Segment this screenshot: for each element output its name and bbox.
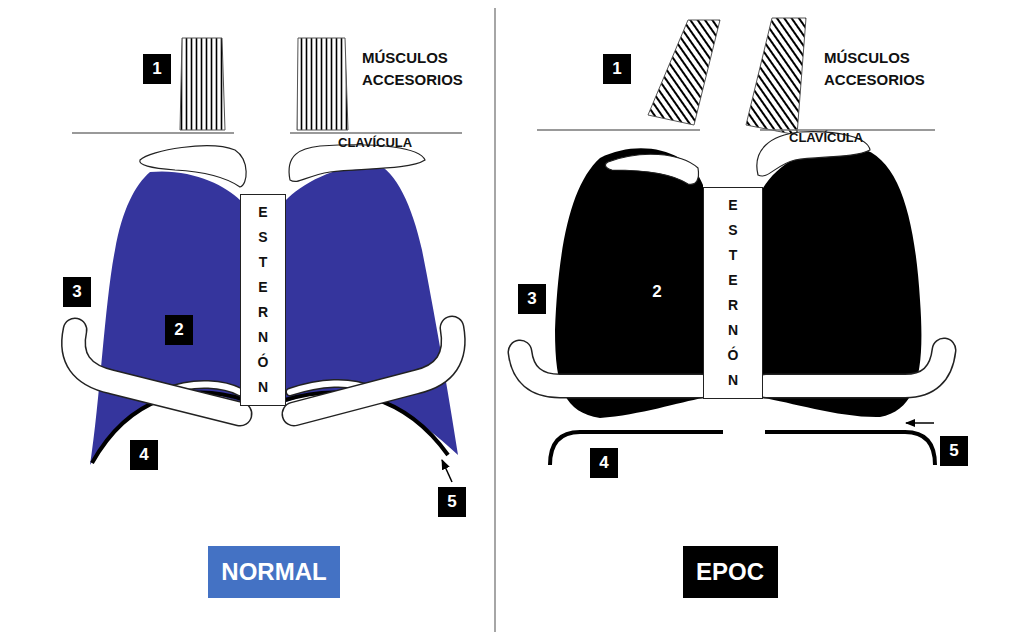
rib (74, 330, 240, 414)
panel-title-text: EPOC (696, 558, 764, 586)
sternum-box: ESTERNÓN (240, 194, 286, 406)
callout-number-text: 5 (949, 441, 958, 461)
part-label: MÚSCULOS ACCESORIOS (824, 47, 939, 91)
pointer-arrow (442, 460, 452, 482)
callout-number-text: 2 (174, 320, 183, 340)
part-label: CLAVÍCULA (338, 134, 438, 153)
rib (766, 350, 944, 386)
callout-number-text: 5 (447, 492, 456, 512)
callout-number-text: 4 (139, 445, 148, 465)
callout-number: 3 (63, 277, 91, 307)
callout-number-text: 3 (72, 282, 81, 302)
callout-number: 2 (642, 280, 672, 305)
rib (520, 352, 702, 386)
sternum-box: ESTERNÓN (703, 187, 763, 399)
clavicle (605, 154, 698, 184)
skin-line (537, 129, 700, 130)
accessory-muscle (648, 20, 720, 125)
skin-line (72, 132, 234, 133)
callout-number-text: 4 (599, 453, 608, 473)
part-label: MÚSCULOS ACCESORIOS (362, 47, 477, 91)
lung (286, 163, 458, 455)
callout-number-text: 1 (152, 59, 161, 79)
callout-number: 5 (438, 487, 466, 517)
callout-number: 4 (130, 440, 158, 470)
diaphragm (550, 432, 723, 465)
callout-number: 3 (518, 284, 546, 314)
callout-number: 5 (940, 436, 968, 466)
sternum-box-text: ESTERNÓN (255, 200, 270, 400)
clavicle (289, 145, 425, 182)
skin-line (290, 132, 462, 133)
panel-title: NORMAL (208, 546, 340, 598)
panel-title: EPOC (683, 546, 778, 598)
copd-thorax (520, 18, 944, 465)
callout-number: 2 (165, 315, 193, 345)
accessory-muscle (180, 38, 225, 130)
part-label: CLAVÍCULA (789, 129, 889, 148)
diaphragm (765, 432, 935, 465)
callout-number: 1 (143, 54, 171, 84)
callout-number: 1 (603, 54, 631, 84)
accessory-muscle (746, 18, 806, 135)
normal-thorax (72, 38, 462, 482)
pointer-arrow (906, 422, 934, 424)
clavicle (140, 146, 246, 187)
rib (294, 328, 453, 414)
callout-number-text: 3 (527, 289, 536, 309)
accessory-muscle (297, 38, 348, 130)
callout-number: 4 (590, 448, 618, 478)
callout-number-text: 1 (612, 59, 621, 79)
panel-title-text: NORMAL (221, 558, 326, 586)
panel-divider (494, 8, 496, 632)
sternum-box-text: ESTERNÓN (725, 193, 740, 393)
